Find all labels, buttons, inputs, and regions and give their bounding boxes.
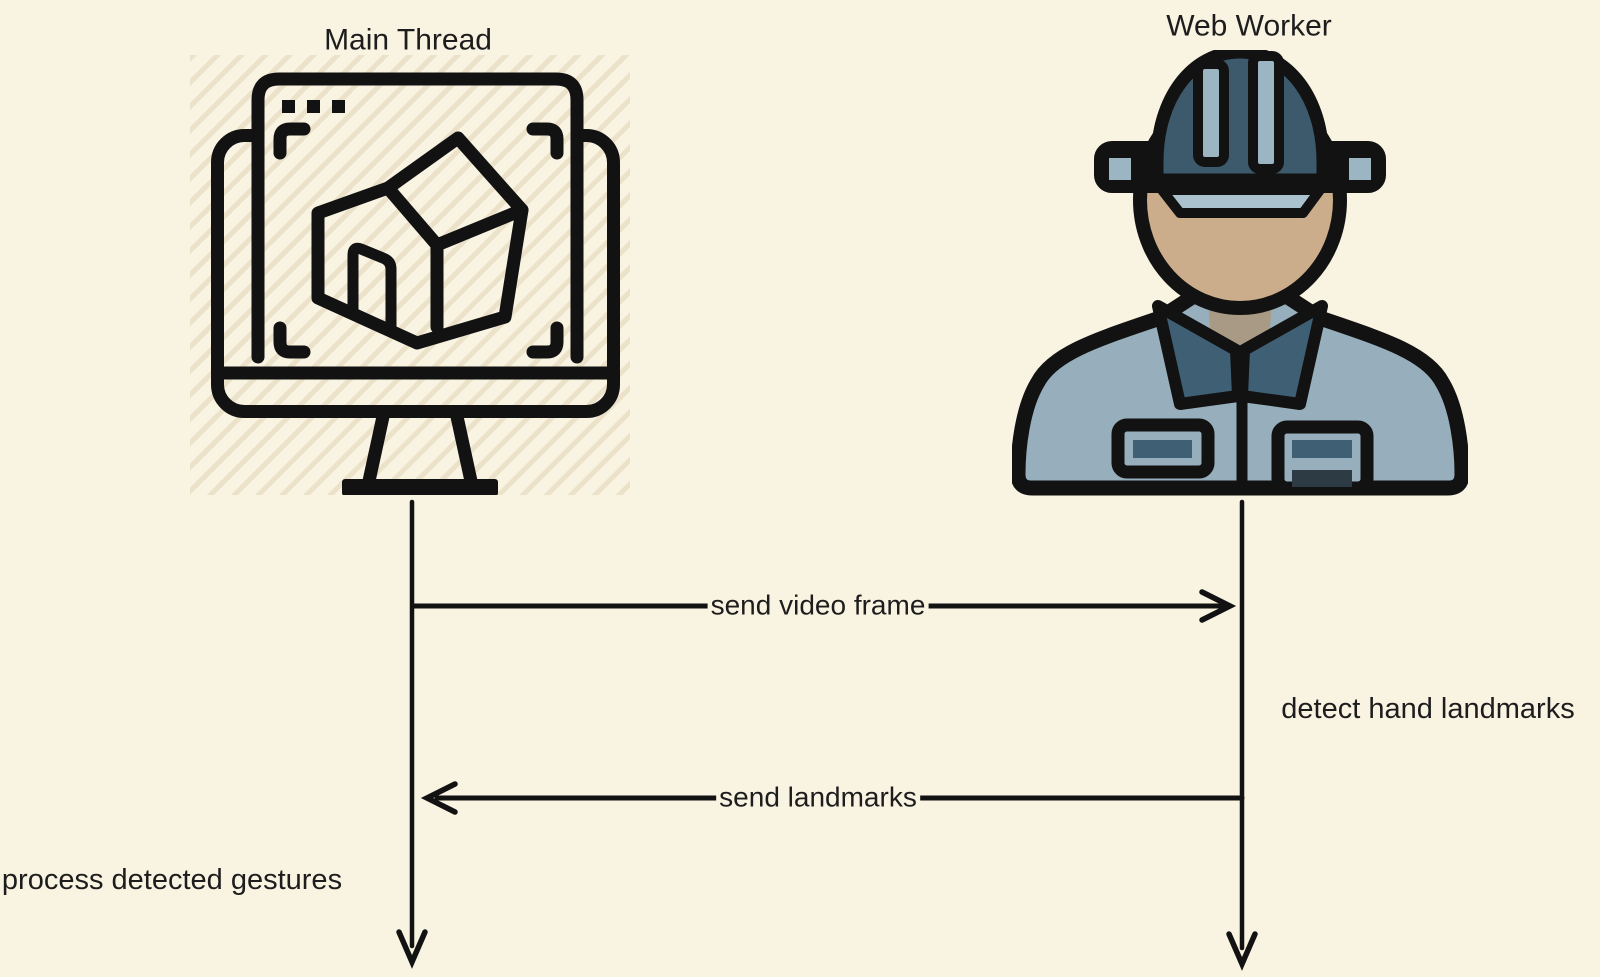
main-thread-lifeline <box>396 499 428 969</box>
helmet-ridges <box>1193 51 1284 174</box>
message-send-landmarks: send landmarks <box>716 782 920 814</box>
actor-title-main-thread: Main Thread <box>324 23 492 57</box>
worker-collar-right <box>1236 300 1328 410</box>
monitor-stand <box>342 405 498 495</box>
window-dots <box>282 100 345 113</box>
message-send-video-frame: send video frame <box>707 590 929 622</box>
note-detect-hand-landmarks: detect hand landmarks <box>1281 693 1575 726</box>
note-process-detected-gestures: process detected gestures <box>1 864 343 897</box>
construction-worker-icon <box>1012 50 1468 496</box>
monitor-3d-house-icon <box>190 55 630 495</box>
actor-title-web-worker: Web Worker <box>1166 9 1332 43</box>
isometric-house <box>311 131 529 350</box>
worker-pocket-left <box>1111 418 1215 479</box>
ar-corner-brackets <box>273 122 564 359</box>
helmet-visor-strip <box>1157 185 1325 218</box>
helmet-dome <box>1150 50 1330 187</box>
worker-pocket-right <box>1271 420 1374 495</box>
web-worker-lifeline <box>1226 499 1258 971</box>
